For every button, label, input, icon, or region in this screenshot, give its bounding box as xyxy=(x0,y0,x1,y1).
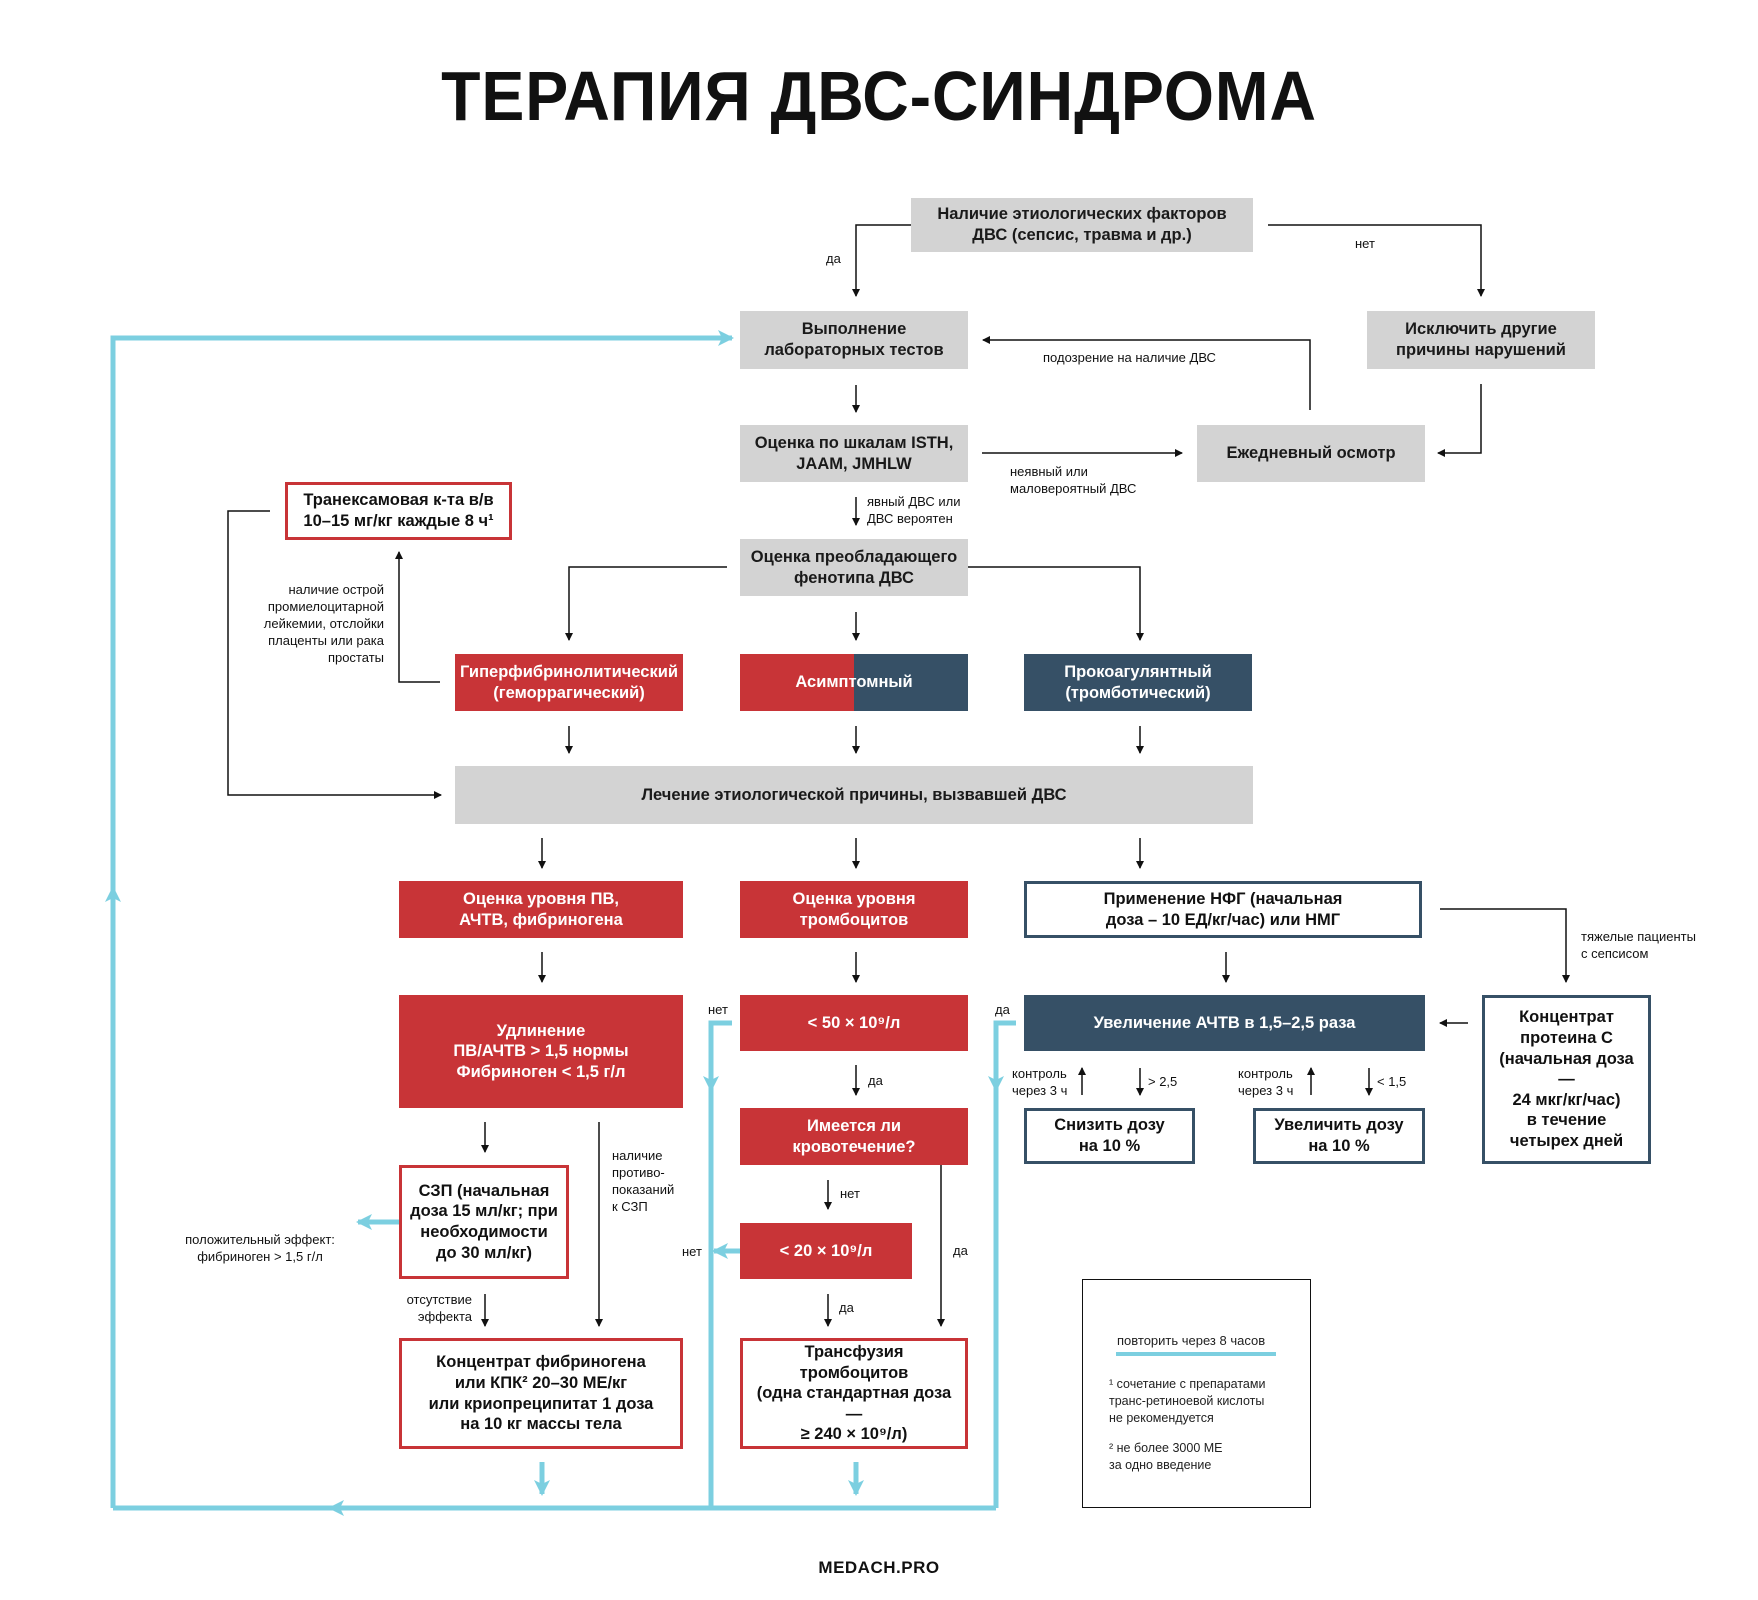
node-eval-platelets: Оценка уровня тромбоцитов xyxy=(740,881,968,938)
node-reduce-dose: Снизить дозу на 10 % xyxy=(1024,1108,1195,1164)
node-prolongation: Удлинение ПВ/АЧТВ > 1,5 нормы Фибриноген… xyxy=(399,995,683,1108)
arrow-suspicion xyxy=(982,336,1311,410)
brand-footer: MEDACH.PRO xyxy=(818,1558,940,1577)
feedback-loop xyxy=(105,330,1016,1516)
label-no-50: нет xyxy=(708,1002,728,1017)
label-yes-aptt: да xyxy=(995,1002,1010,1017)
label-no-20: нет xyxy=(682,1244,702,1259)
label-contraindications: наличие противо- показаний к СЗП xyxy=(612,1148,675,1214)
loop-main xyxy=(110,330,734,1508)
node-bleeding-question: Имеется ли кровотечение? xyxy=(740,1108,968,1165)
arrow-tranexamic-treat xyxy=(227,510,442,799)
arrow-etiology-no xyxy=(1268,224,1485,297)
arrow-pheno-pro xyxy=(968,566,1144,641)
node-tranexamic: Транексамовая к-та в/в 10–15 мг/кг кажды… xyxy=(285,482,512,540)
node-treat-cause: Лечение этиологической причины, вызвавше… xyxy=(455,766,1253,824)
footnote-1: ¹ сочетание с препаратами транс-ретиноев… xyxy=(1109,1377,1266,1425)
node-platelet-transfusion: Трансфузия тромбоцитов (одна стандартная… xyxy=(740,1338,968,1449)
arrow-etiology-yes xyxy=(852,224,911,297)
node-aptt-increase: Увеличение АЧТВ в 1,5–2,5 раза xyxy=(1024,995,1425,1051)
legend-repeat-swatch xyxy=(1116,1352,1276,1356)
legend-repeat-label: повторить через 8 часов xyxy=(1117,1333,1266,1348)
label-suspicion: подозрение на наличие ДВС xyxy=(1043,350,1216,365)
label-lt15: < 1,5 xyxy=(1377,1074,1407,1089)
footnote-2: ² не более 3000 МЕ за одно введение xyxy=(1109,1441,1223,1472)
label-severe-sepsis: тяжелые пациенты с сепсисом xyxy=(1581,929,1696,961)
node-daily-exam: Ежедневный осмотр xyxy=(1197,425,1425,482)
label-yes-20: да xyxy=(839,1300,854,1315)
label-yes-top: да xyxy=(826,251,841,266)
label-yes-bleeding: да xyxy=(953,1243,968,1258)
loop-50-no xyxy=(708,1020,732,1508)
node-exclude-other: Исключить другие причины нарушений xyxy=(1367,311,1595,369)
label-gt25: > 2,5 xyxy=(1148,1074,1178,1089)
label-no-bleeding: нет xyxy=(840,1186,860,1201)
arrow-pheno-hyper xyxy=(565,566,727,641)
label-no-top: нет xyxy=(1355,236,1375,251)
node-ffp: СЗП (начальная доза 15 мл/кг; при необхо… xyxy=(399,1165,569,1279)
node-asymptomatic: Асимптомный xyxy=(740,654,968,711)
label-control-b: контроль через 3 ч xyxy=(1238,1066,1294,1098)
label-control-a: контроль через 3 ч xyxy=(1012,1066,1068,1098)
node-ufh: Применение НФГ (начальная доза – 10 ЕД/к… xyxy=(1024,881,1422,938)
page-title: ТЕРАПИЯ ДВС-СИНДРОМА xyxy=(441,57,1317,135)
label-explicit: явный ДВС или ДВС вероятен xyxy=(867,494,961,526)
loop-aptt-yes xyxy=(993,1020,1016,1508)
arrow-hyper-tranexamic xyxy=(395,551,440,683)
node-fibrinogen-concentrate: Концентрат фибриногена или КПК² 20–30 МЕ… xyxy=(399,1338,683,1449)
node-etiology: Наличие этиологических факторов ДВС (сеп… xyxy=(911,198,1253,252)
label-implicit: неявный или маловероятный ДВС xyxy=(1010,464,1137,496)
label-positive-effect: положительный эффект: фибриноген > 1,5 г… xyxy=(185,1232,335,1264)
node-increase-dose: Увеличить дозу на 10 % xyxy=(1253,1108,1425,1164)
node-protein-c: Концентрат протеина С (начальная доза — … xyxy=(1482,995,1651,1164)
node-phenotype-eval: Оценка преобладающего фенотипа ДВС xyxy=(740,539,968,596)
arrow-sepsis-proteinc xyxy=(1440,908,1570,983)
label-apl: наличие острой промиелоцитарной лейкемии… xyxy=(263,582,384,665)
label-no-effect: отсутствие эффекта xyxy=(406,1292,472,1324)
node-plt-lt20: < 20 × 10⁹/л xyxy=(740,1223,912,1279)
node-procoagulant: Прокоагулянтный (тромботический) xyxy=(1024,654,1252,711)
arrow-exclude-daily xyxy=(1437,384,1482,457)
node-lab-tests: Выполнение лабораторных тестов xyxy=(740,311,968,369)
node-plt-lt50: < 50 × 10⁹/л xyxy=(740,995,968,1051)
node-eval-pv: Оценка уровня ПВ, АЧТВ, фибриногена xyxy=(399,881,683,938)
label-yes-50: да xyxy=(868,1073,883,1088)
node-hyperfibrinolytic: Гиперфибринолитический (геморрагический) xyxy=(455,654,683,711)
node-scales: Оценка по шкалам ISTH, JAAM, JMHLW xyxy=(740,425,968,482)
legend-box: повторить через 8 часов ¹ сочетание с пр… xyxy=(1082,1279,1311,1508)
